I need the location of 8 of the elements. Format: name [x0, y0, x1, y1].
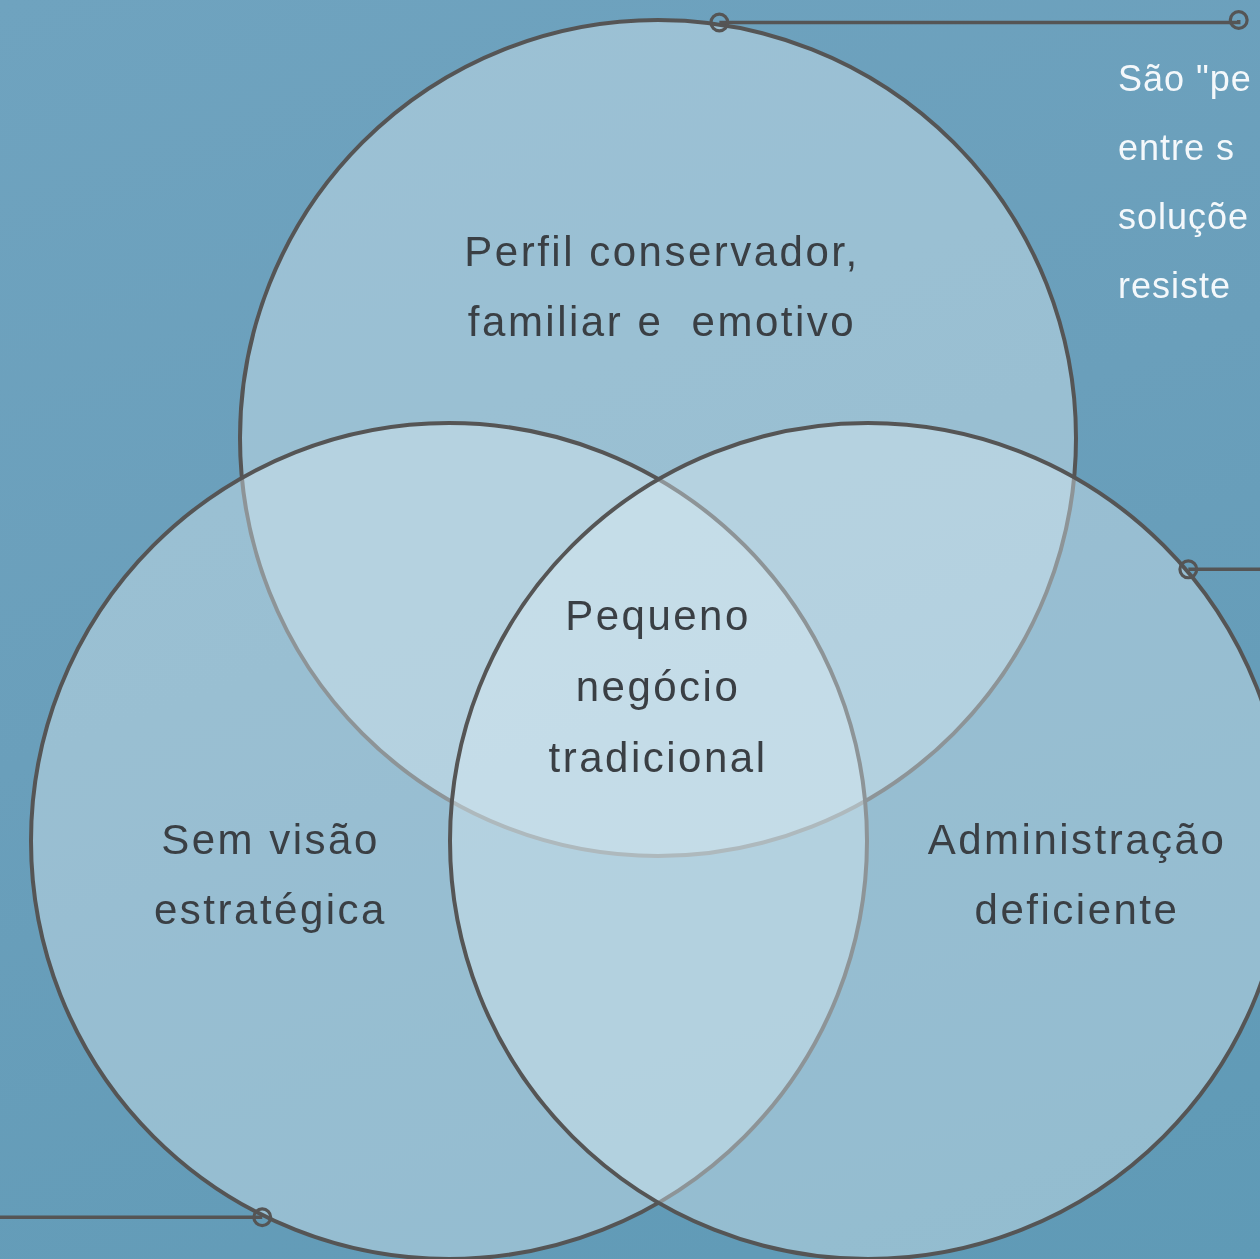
circle-label: Perfil conservador, familiar e emotivo [463, 227, 861, 347]
circle-label: Sem visão estratégica [153, 815, 388, 935]
leader-line [709, 10, 1249, 33]
circle-label: Administração deficiente [926, 815, 1228, 935]
paragraph: São "pe entre s soluçõe resiste [1118, 57, 1253, 308]
intersection-label: Pequeno negócio tradicional [547, 591, 769, 783]
leader-line [0, 1207, 273, 1228]
leader-line [1178, 559, 1260, 580]
